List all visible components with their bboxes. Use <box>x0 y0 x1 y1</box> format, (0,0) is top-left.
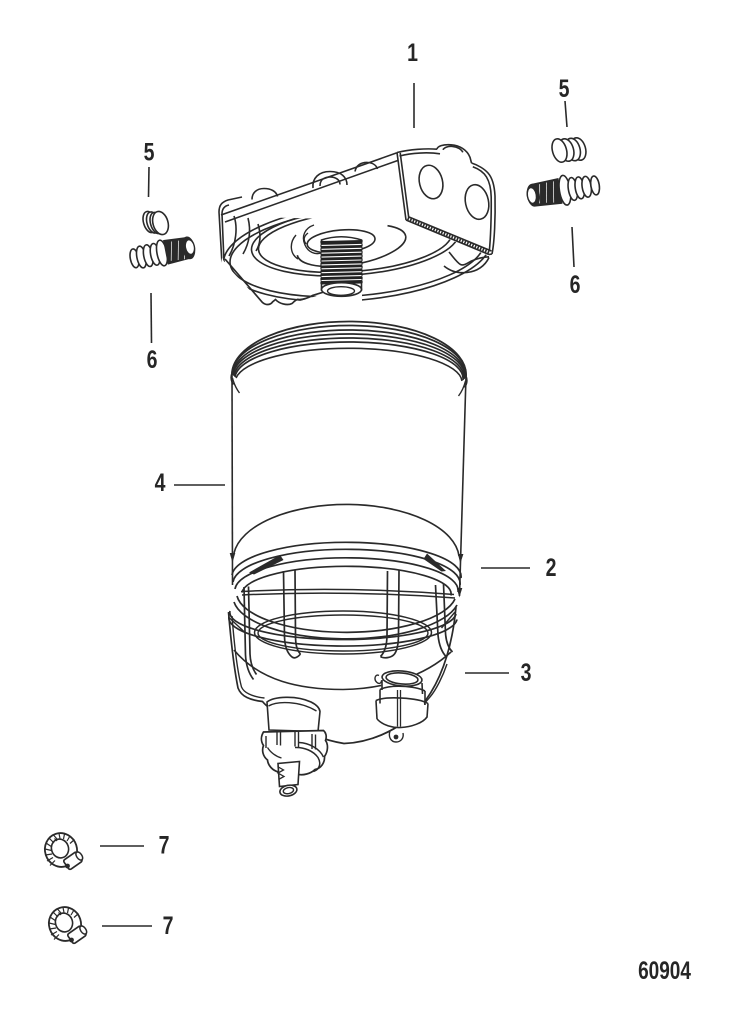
svg-text:1: 1 <box>407 39 418 67</box>
svg-text:3: 3 <box>521 659 532 687</box>
svg-text:6: 6 <box>570 271 581 299</box>
svg-text:5: 5 <box>559 75 570 103</box>
svg-text:7: 7 <box>163 912 174 940</box>
svg-text:4: 4 <box>155 469 166 497</box>
svg-text:2: 2 <box>546 554 557 582</box>
svg-text:7: 7 <box>159 831 170 859</box>
svg-text:6: 6 <box>147 346 158 374</box>
svg-text:5: 5 <box>144 138 155 166</box>
svg-text:60904: 60904 <box>638 956 691 984</box>
